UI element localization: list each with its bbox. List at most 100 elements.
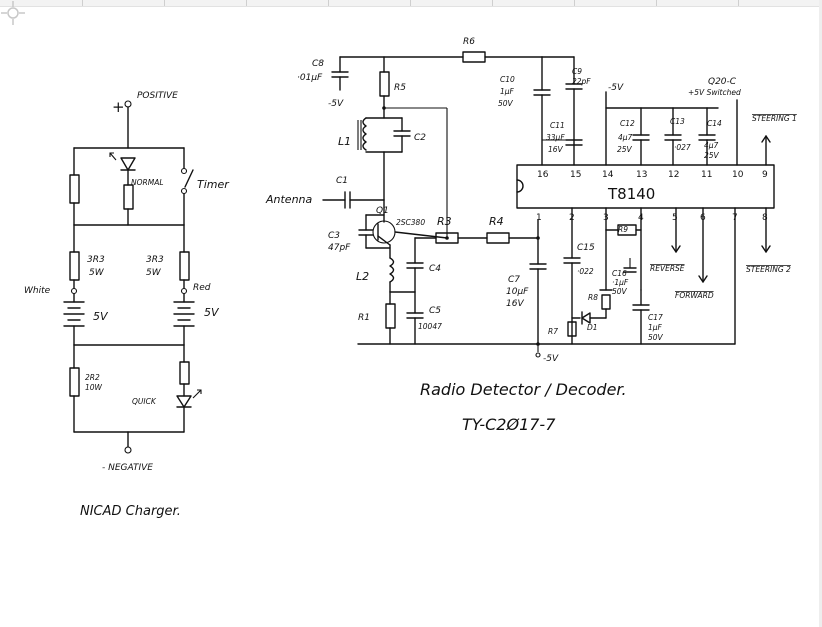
radio-part-number: TY-C2Ø17-7 (462, 415, 556, 434)
minus5v-bottom: -5V (543, 354, 559, 364)
c9-label: C9 (572, 67, 582, 76)
nicad-charger-circuit (63, 100, 202, 454)
d1-diode (581, 312, 591, 324)
pin-7: 7 (732, 213, 738, 223)
positive-terminal (124, 100, 132, 108)
d1-label: D1 (587, 323, 598, 332)
zoom-crosshair-icon[interactable] (0, 0, 26, 26)
minus5v-top: -5V (608, 83, 624, 93)
pin-16: 16 (537, 170, 549, 180)
forward-label: FORWARD (675, 291, 714, 300)
c10-voltage: 50V (498, 99, 514, 108)
c12-voltage: 25V (617, 145, 633, 154)
r5-label: R5 (394, 83, 406, 93)
c16-voltage: 50V (612, 287, 628, 296)
red-resistor-watt: 5W (146, 268, 162, 278)
normal-resistor (123, 184, 134, 210)
c16-value: ·1µF (612, 278, 629, 287)
c17-voltage: 50V (648, 333, 664, 342)
l1-label: L1 (338, 135, 351, 148)
c2-label: C2 (414, 133, 426, 143)
pin-4: 4 (638, 213, 644, 223)
2r2-resistor (69, 367, 80, 397)
antenna-label: Antenna (265, 193, 313, 206)
c17-label: C17 (648, 313, 663, 322)
c13-label: C13 (670, 117, 685, 126)
r4-label: R4 (489, 215, 504, 228)
r8-label: R8 (588, 293, 598, 302)
steering1-label: STEERING 1 (752, 114, 797, 123)
negative-terminal (124, 446, 132, 454)
r1-label: R1 (358, 313, 370, 323)
pin-13: 13 (636, 170, 647, 180)
q1-part: 2SC380 (396, 218, 425, 227)
ic-pin-numbers-top: 16 15 14 13 12 11 10 9 (537, 170, 768, 180)
c15-label: C15 (577, 243, 595, 253)
r3-label: R3 (437, 215, 452, 228)
c15-value: ·022 (577, 267, 594, 276)
red-resistor (179, 251, 190, 281)
c4-label: C4 (429, 264, 441, 274)
ruler-strip (0, 0, 822, 7)
white-resistor-watt: 5W (89, 268, 105, 278)
ic-label: T8140 (607, 185, 655, 203)
r6-label: R6 (463, 37, 475, 47)
plus-sign: + (112, 98, 125, 116)
c11-label: C11 (550, 121, 565, 130)
pin-14: 14 (602, 170, 614, 180)
quick-led (176, 395, 192, 408)
c3-value: 47pF (328, 243, 351, 253)
r8-resistor (601, 294, 611, 310)
c9-value: 22pF (572, 77, 591, 86)
c7-value: 10µF (506, 287, 529, 297)
r7-resistor (567, 321, 577, 337)
c14-voltage: 25V (704, 151, 720, 160)
c14-value: 4µ7 (704, 141, 719, 150)
timer-switch (184, 169, 194, 188)
pin-1: 1 (536, 213, 542, 223)
c11-voltage: 16V (548, 145, 564, 154)
normal-label: NORMAL (131, 178, 164, 187)
c17-value: 1µF (648, 323, 663, 332)
l1-inductor (362, 117, 367, 151)
c12-value: 4µ7 (618, 133, 633, 142)
pin-15: 15 (570, 170, 581, 180)
r5-resistor (379, 71, 390, 97)
normal-led (120, 157, 136, 171)
radio-detector-circuit (322, 51, 775, 358)
c3-label: C3 (328, 231, 340, 241)
q1-label: Q1 (376, 206, 389, 216)
r6-resistor (462, 51, 486, 63)
l2-inductor (389, 257, 395, 283)
scroll-edge (819, 0, 822, 627)
q20-label: Q20-C (708, 77, 737, 87)
quick-label: QUICK (132, 397, 157, 406)
c5-value: 10047 (418, 322, 442, 331)
pin-9: 9 (762, 170, 768, 180)
reverse-label: REVERSE (650, 264, 685, 273)
c5-label: C5 (429, 306, 441, 316)
pin-12: 12 (668, 170, 679, 180)
c1-label: C1 (336, 176, 348, 186)
steering2-label: STEERING 2 (746, 265, 791, 274)
pin-6: 6 (700, 213, 706, 223)
timer-label: Timer (197, 178, 230, 191)
white-resistor-value: 3R3 (87, 255, 105, 265)
white-battery-voltage: 5V (93, 310, 109, 323)
2r2-value: 2R2 (85, 373, 100, 382)
c7-label: C7 (508, 275, 520, 285)
t8140-ic (516, 164, 775, 209)
r9-label: R9 (618, 225, 628, 234)
pin-3: 3 (603, 213, 609, 223)
r4-resistor (486, 232, 510, 244)
red-resistor-value: 3R3 (146, 255, 164, 265)
r1-resistor (385, 303, 396, 329)
nicad-caption: NICAD Charger. (80, 504, 181, 519)
c11-value: 33µF (546, 133, 565, 142)
white-resistor (69, 251, 80, 281)
pin-8: 8 (762, 213, 768, 223)
c8-label: C8 (312, 59, 324, 69)
c8-minus5v: -5V (328, 99, 344, 109)
